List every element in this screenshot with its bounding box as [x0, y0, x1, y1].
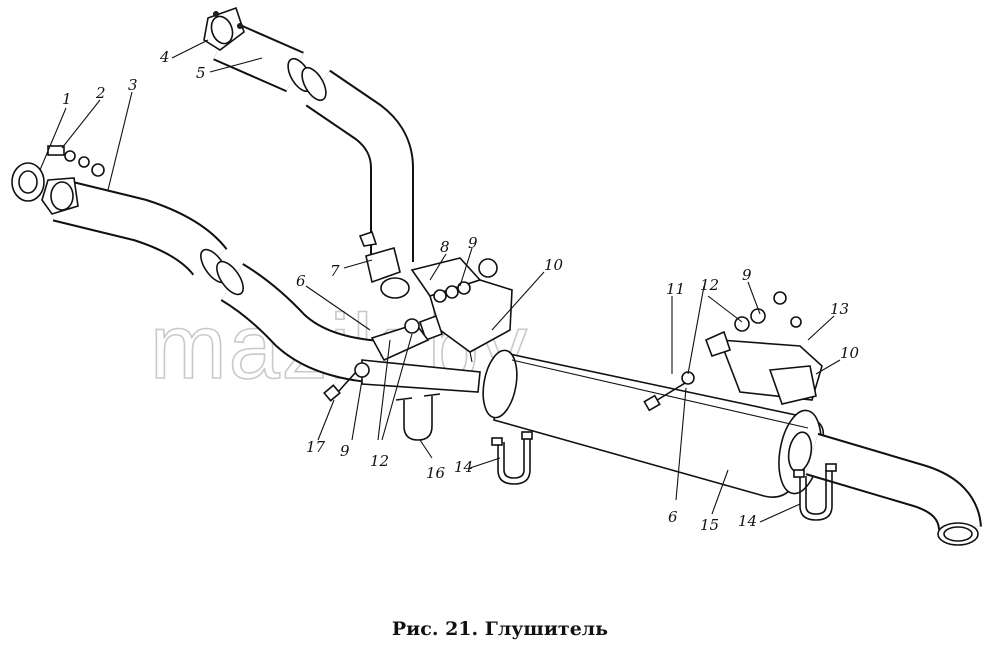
callout-16: 16 [426, 464, 446, 482]
callout-8: 8 [440, 238, 450, 256]
sealing-ring [11, 162, 45, 202]
callout-12-right: 12 [700, 276, 719, 294]
callout-9-top: 9 [468, 234, 478, 252]
callout-3: 3 [128, 76, 138, 94]
callout-9-bottom: 9 [340, 442, 350, 460]
callout-6-left: 6 [296, 272, 306, 290]
pipe-clamp-assembly [323, 318, 481, 441]
callout-1: 1 [62, 90, 72, 108]
left-bracket-assembly [358, 230, 513, 363]
upper-exhaust-pipe [213, 19, 414, 262]
callout-14-right: 14 [738, 512, 757, 530]
callout-6-right: 6 [668, 508, 678, 526]
upper-pipe-flange [203, 6, 245, 51]
callout-10-right: 10 [840, 344, 860, 362]
callout-13: 13 [830, 300, 849, 318]
front-pipe-flange [41, 177, 79, 215]
u-bolt-left [491, 431, 533, 485]
u-bolt-right [793, 463, 837, 521]
callout-4: 4 [159, 48, 170, 66]
figure-caption: Рис. 21. Глушитель [391, 618, 609, 640]
front-exhaust-pipe [52, 178, 382, 384]
callout-10-left: 10 [544, 256, 564, 274]
leader-lines [39, 39, 841, 523]
callout-labels: 1 2 3 4 5 6 7 8 9 10 11 12 9 13 10 17 9 … [62, 48, 860, 534]
callout-2: 2 [95, 84, 106, 102]
tail-pipe [805, 432, 982, 546]
callout-11: 11 [666, 280, 685, 298]
callout-7: 7 [330, 262, 340, 280]
callout-5: 5 [196, 64, 206, 82]
callout-15: 15 [700, 516, 719, 534]
callout-9-right: 9 [742, 266, 752, 284]
callout-12-left: 12 [370, 452, 389, 470]
callout-14-left: 14 [454, 458, 473, 476]
bolts-nuts [47, 145, 105, 177]
callout-17: 17 [306, 438, 326, 456]
